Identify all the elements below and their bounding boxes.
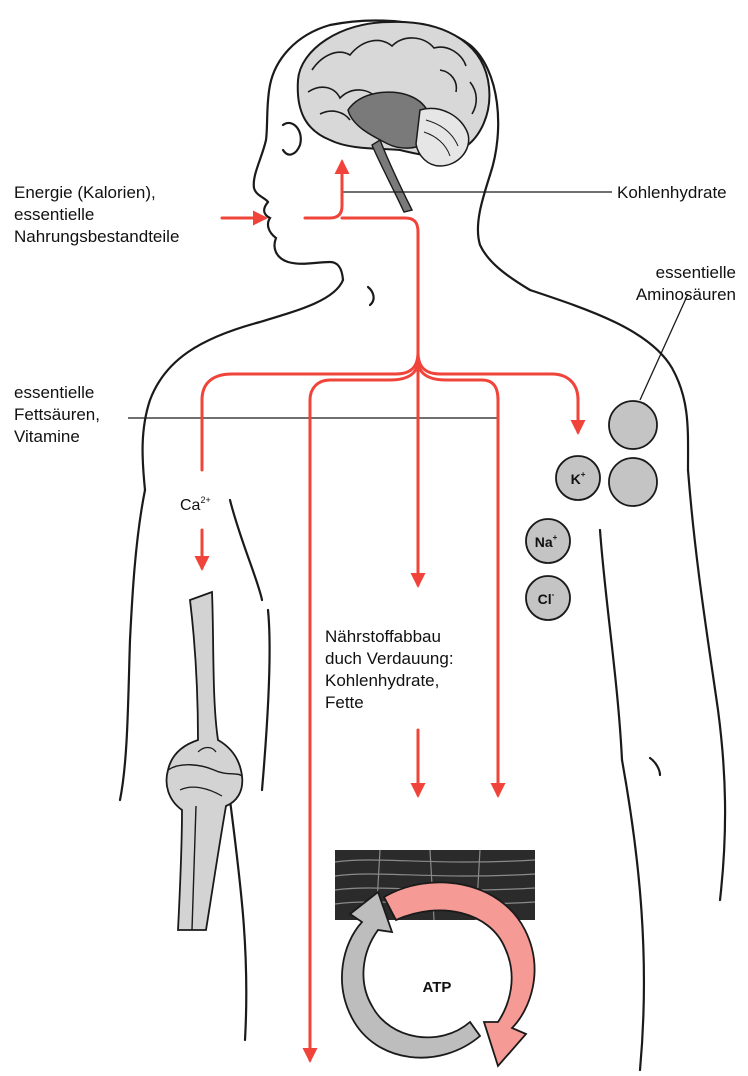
atp-cycle: ATP — [342, 882, 535, 1066]
ion-k: K+ — [556, 456, 600, 500]
calcium-label: Ca2+ — [180, 495, 211, 514]
arm-bone — [167, 592, 243, 930]
amino-circle — [609, 458, 657, 506]
fatty-acids-label: essentielle Fettsäuren, Vitamine — [14, 382, 100, 448]
atp-label: ATP — [423, 979, 452, 996]
energy-label: Energie (Kalorien), essentielle Nahrungs… — [14, 182, 179, 248]
brain — [298, 22, 490, 212]
amino-acids-label: essentielle Aminosäuren — [636, 262, 736, 306]
ion-na: Na+ — [526, 519, 570, 563]
digestion-label: Nährstoffabbau duch Verdauung: Kohlenhyd… — [325, 626, 454, 714]
leader-lines — [128, 192, 688, 418]
carbohydrates-label: Kohlenhydrate — [617, 182, 727, 204]
ion-cl: Cl- — [526, 576, 570, 620]
amino-circle — [609, 401, 657, 449]
amino-acid-circles — [609, 401, 657, 506]
